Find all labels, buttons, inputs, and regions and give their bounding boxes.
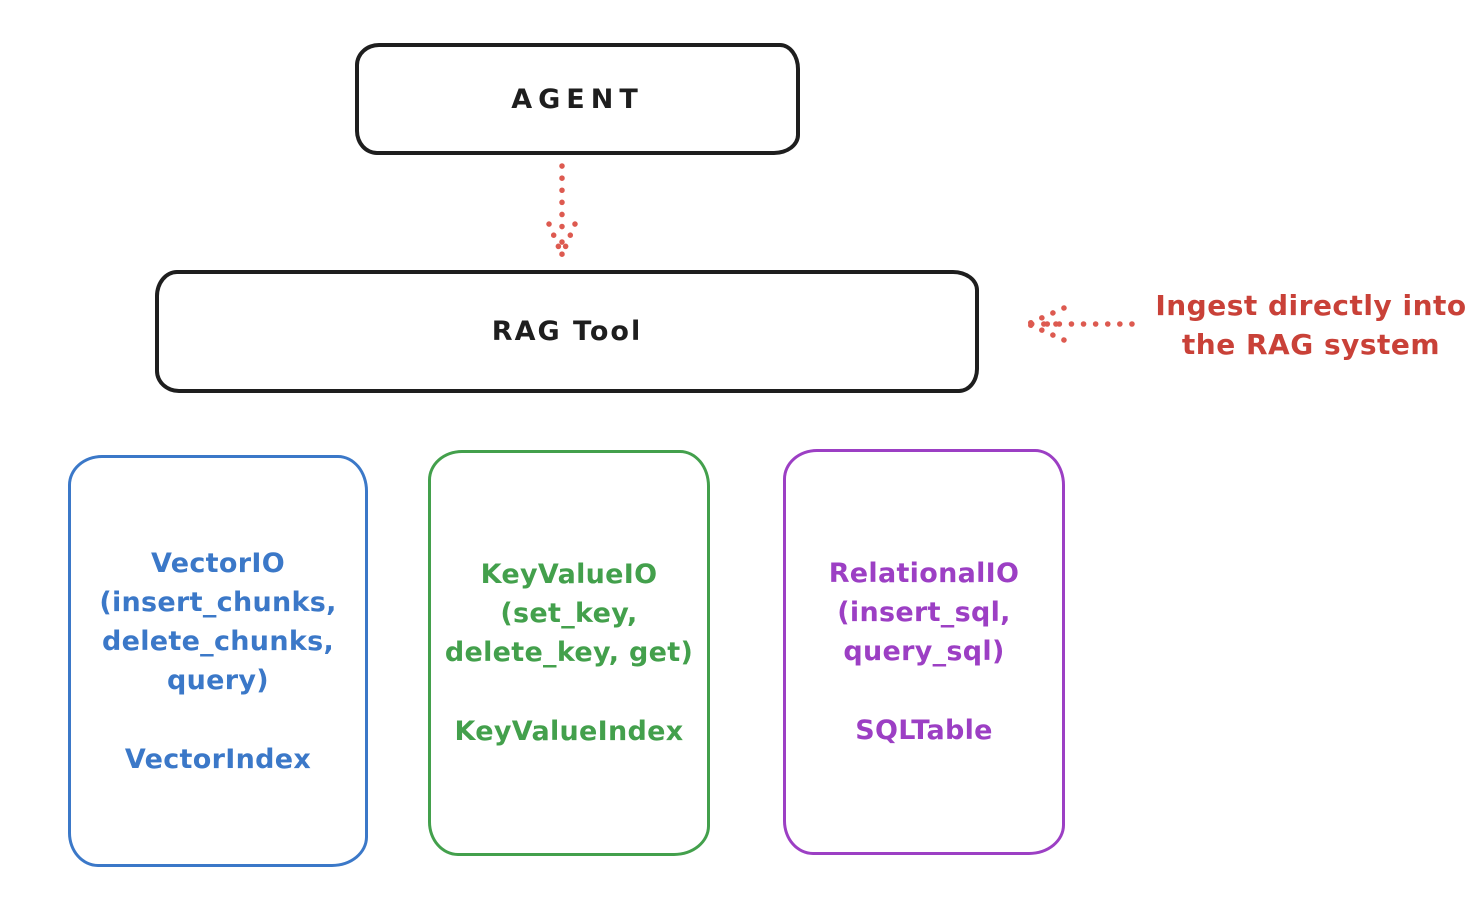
agent-label: AGENT xyxy=(511,83,644,115)
relational-index-label: SQLTable xyxy=(855,715,993,746)
arrowhead-left-stroke xyxy=(546,221,565,258)
rag-tool-node: RAG Tool xyxy=(155,270,979,393)
keyvalue-io-label: KeyValueIO (set_key, delete_key, get) xyxy=(444,559,694,668)
vector-io-label: VectorIO (insert_chunks, delete_chunks, … xyxy=(99,547,337,696)
keyvalue-io-node: KeyValueIO (set_key, delete_key, get) Ke… xyxy=(428,450,710,856)
annotation-to-ragtool-arrow-icon xyxy=(1023,305,1135,343)
arrowhead-right-stroke xyxy=(559,221,578,258)
relational-io-node: RelationalIO (insert_sql, query_sql) SQL… xyxy=(783,449,1065,855)
keyvalue-index-label: KeyValueIndex xyxy=(454,716,684,747)
ingest-annotation: Ingest directly into the RAG system xyxy=(1155,289,1467,361)
vector-index-label: VectorIndex xyxy=(124,743,312,775)
vector-io-node: VectorIO (insert_chunks, delete_chunks, … xyxy=(68,455,368,867)
agent-node: AGENT xyxy=(355,43,800,155)
rag-tool-label: RAG Tool xyxy=(491,316,643,347)
relational-io-label: RelationalIO (insert_sql, query_sql) xyxy=(828,558,1020,667)
agent-to-ragtool-arrow-icon xyxy=(546,163,578,264)
